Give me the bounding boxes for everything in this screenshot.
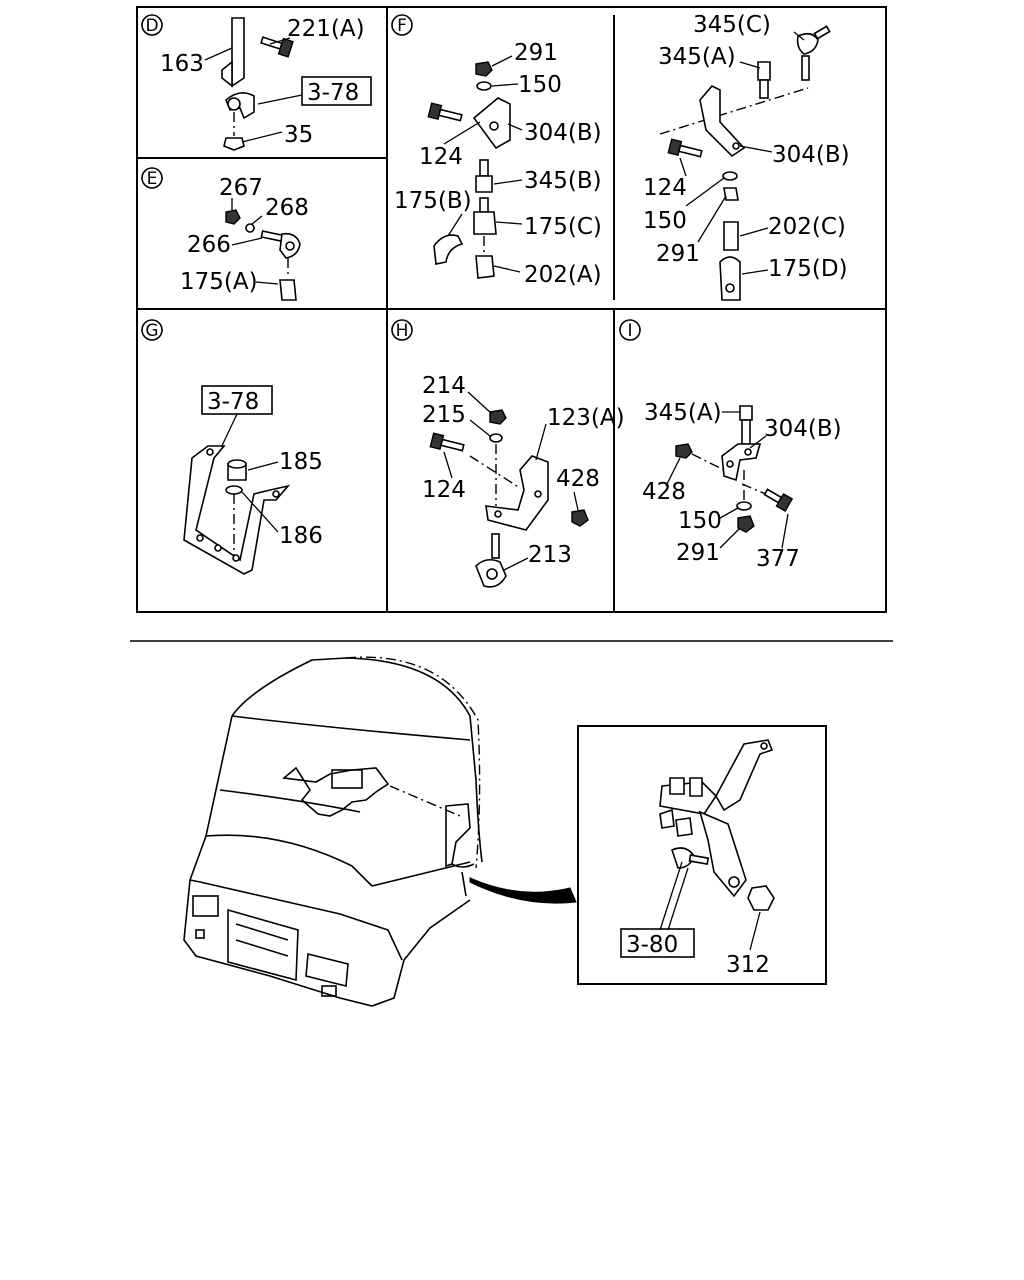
callout-214: 214 bbox=[422, 373, 466, 399]
callout-267: 267 bbox=[219, 175, 263, 201]
callout-186: 186 bbox=[279, 523, 323, 549]
callout-175c-f: 175(C) bbox=[524, 214, 602, 240]
section-d: D 221(A) 163 3-78 35 bbox=[141, 14, 372, 151]
callout-185: 185 bbox=[279, 449, 323, 475]
section-e-mark: E bbox=[147, 169, 158, 189]
section-d-mark: D bbox=[145, 16, 158, 36]
callout-304b-f: 304(B) bbox=[524, 120, 602, 146]
section-i-mark: I bbox=[627, 321, 632, 341]
section-grid bbox=[136, 6, 887, 613]
callout-175d: 175(D) bbox=[768, 256, 848, 282]
callout-215: 215 bbox=[422, 402, 466, 428]
callout-304b-i: 304(B) bbox=[764, 416, 842, 442]
callout-428-h: 428 bbox=[556, 466, 600, 492]
callout-291-i: 291 bbox=[676, 540, 720, 566]
ref-box-3-78-d: 3-78 bbox=[307, 80, 359, 106]
callout-175b-f: 175(B) bbox=[394, 188, 472, 214]
callout-221a: 221(A) bbox=[287, 16, 365, 42]
truck-cab-illustration bbox=[183, 656, 577, 1007]
section-g: G 3-78 185 186 bbox=[141, 319, 323, 575]
callout-150-i: 150 bbox=[678, 508, 722, 534]
section-f-alt: 345(C) 345(A) 304(B) 124 150 291 202(C) … bbox=[643, 12, 850, 301]
callout-202c: 202(C) bbox=[768, 214, 846, 240]
callout-124-f: 124 bbox=[419, 144, 463, 170]
callout-428-i: 428 bbox=[642, 479, 686, 505]
section-f-mark: F bbox=[397, 16, 407, 36]
detail-inset: 3-80 312 bbox=[577, 725, 827, 985]
section-e: E 267 268 266 175(A) bbox=[141, 167, 309, 301]
callout-345a-i: 345(A) bbox=[644, 400, 722, 426]
callout-150-f: 150 bbox=[518, 72, 562, 98]
callout-345b-f: 345(B) bbox=[524, 168, 602, 194]
section-i: I 345(A) 304(B) 428 150 291 377 bbox=[619, 319, 842, 572]
callout-150-f2: 150 bbox=[643, 208, 687, 234]
callout-291-f2: 291 bbox=[656, 241, 700, 267]
callout-35: 35 bbox=[284, 122, 313, 148]
section-h-mark: H bbox=[396, 321, 409, 341]
callout-377: 377 bbox=[756, 546, 800, 572]
callout-124-h: 124 bbox=[422, 477, 466, 503]
callout-163: 163 bbox=[160, 51, 204, 77]
callout-345a-f: 345(A) bbox=[658, 44, 736, 70]
callout-291-f: 291 bbox=[514, 40, 558, 66]
callout-213: 213 bbox=[528, 542, 572, 568]
ref-box-3-80: 3-80 bbox=[626, 932, 678, 958]
callout-175a: 175(A) bbox=[180, 269, 258, 295]
section-g-mark: G bbox=[145, 321, 158, 341]
callout-123a: 123(A) bbox=[547, 405, 625, 431]
section-h: H 214 215 123(A) 124 428 213 bbox=[391, 319, 625, 588]
callout-266: 266 bbox=[187, 232, 231, 258]
callout-304b-f2: 304(B) bbox=[772, 142, 850, 168]
ref-box-3-78-g: 3-78 bbox=[207, 389, 259, 415]
callout-124-f2: 124 bbox=[643, 175, 687, 201]
section-f: F 291 150 124 304(B) 345(B) 175(B) 175(C… bbox=[391, 14, 602, 288]
callout-312: 312 bbox=[726, 952, 770, 978]
callout-202a-f: 202(A) bbox=[524, 262, 602, 288]
callout-345c: 345(C) bbox=[693, 12, 771, 38]
callout-268: 268 bbox=[265, 195, 309, 221]
